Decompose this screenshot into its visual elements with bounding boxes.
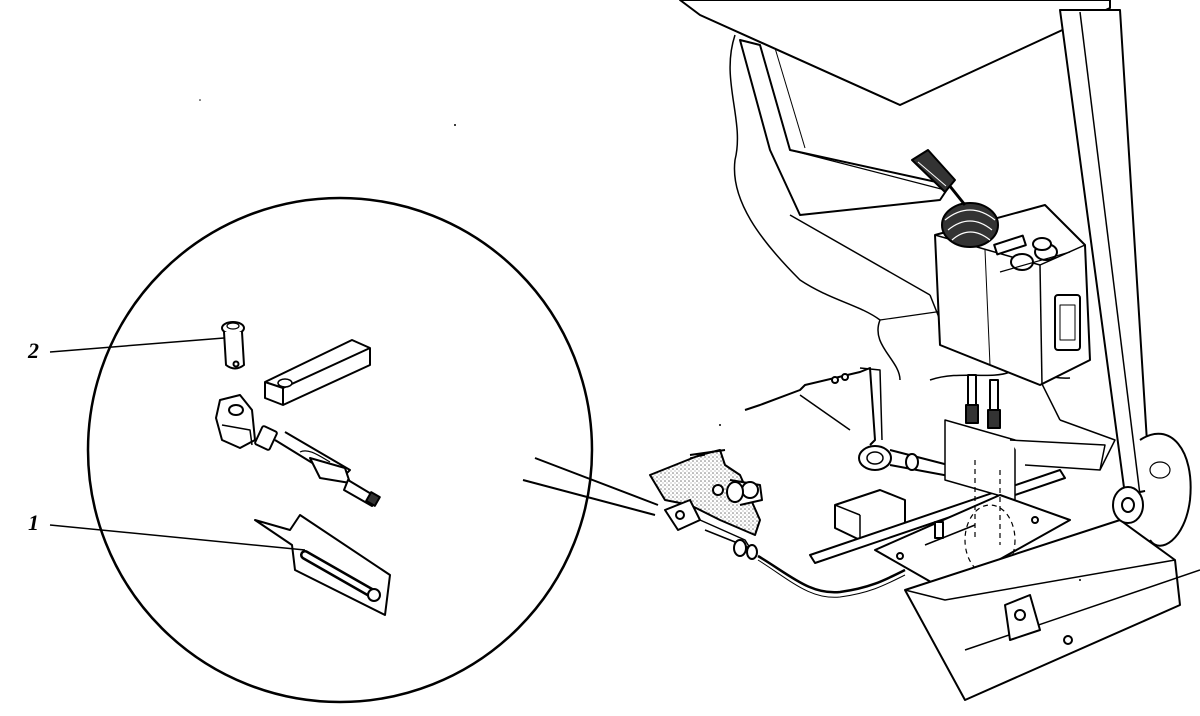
slotted-bracket-part <box>254 514 391 616</box>
linkage-assembly <box>744 367 1106 591</box>
control-cable <box>757 554 906 594</box>
callout-label-1: 1 <box>28 510 39 535</box>
clevis-pin-part <box>221 321 245 370</box>
console-dial-3 <box>1032 237 1052 251</box>
detail-circle <box>86 196 594 704</box>
cab-wall-cutaway <box>729 34 901 381</box>
callout-leader-1 <box>49 524 306 551</box>
chassis-frame <box>904 432 1200 701</box>
detail-view <box>49 196 659 704</box>
joystick-grip <box>911 149 956 193</box>
detail-leader-upper <box>534 457 659 506</box>
flat-bar-part <box>264 339 371 406</box>
detail-leader-lower <box>522 479 656 516</box>
pivot-bracket <box>649 449 906 598</box>
callout-label-2: 2 <box>28 338 39 363</box>
floor-plate <box>874 494 1071 591</box>
console-side-switch <box>1054 294 1081 351</box>
clevis-rod-part <box>215 394 381 507</box>
callout-leader-2 <box>49 337 225 353</box>
speck-marks <box>199 99 1081 581</box>
control-console <box>911 149 1091 429</box>
